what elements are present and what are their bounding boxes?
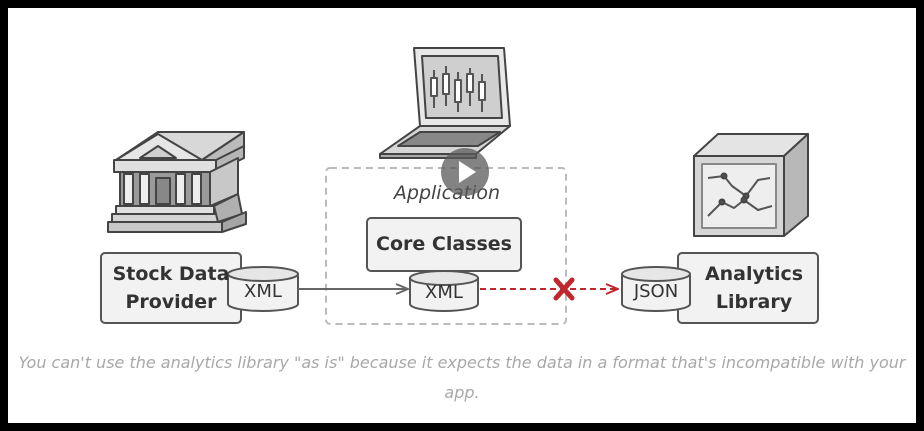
analytics-library-line2: Library [715, 291, 793, 313]
core-classes-label: Core Classes [376, 233, 512, 255]
analytics-library-label: Analytics Library [684, 260, 824, 316]
analytics-json-label: JSON [633, 281, 679, 302]
stock-data-provider-line2: Provider [125, 291, 217, 313]
analytics-json-cylinder [621, 266, 691, 312]
laptop-chart-icon [379, 47, 511, 159]
red-x-icon [553, 277, 575, 301]
provider-xml-label: XML [244, 281, 282, 302]
diagram-frame: Application Core Classes Stock Data Prov… [8, 8, 916, 423]
application-container [325, 167, 567, 325]
core-xml-cylinder [409, 270, 479, 312]
diagram-svg [100, 47, 819, 325]
stock-data-provider-line1: Stock Data [112, 263, 230, 285]
analytics-library-line1: Analytics [704, 263, 804, 285]
core-xml-label: XML [425, 282, 463, 303]
play-button-icon [459, 161, 476, 183]
play-button[interactable] [441, 148, 489, 196]
box-chart-icon [693, 133, 809, 237]
stock-data-provider-label: Stock Data Provider [101, 260, 241, 316]
bank-building-icon [107, 131, 247, 233]
provider-xml-cylinder [227, 266, 299, 312]
diagram-caption: You can't use the analytics library "as … [18, 353, 906, 402]
